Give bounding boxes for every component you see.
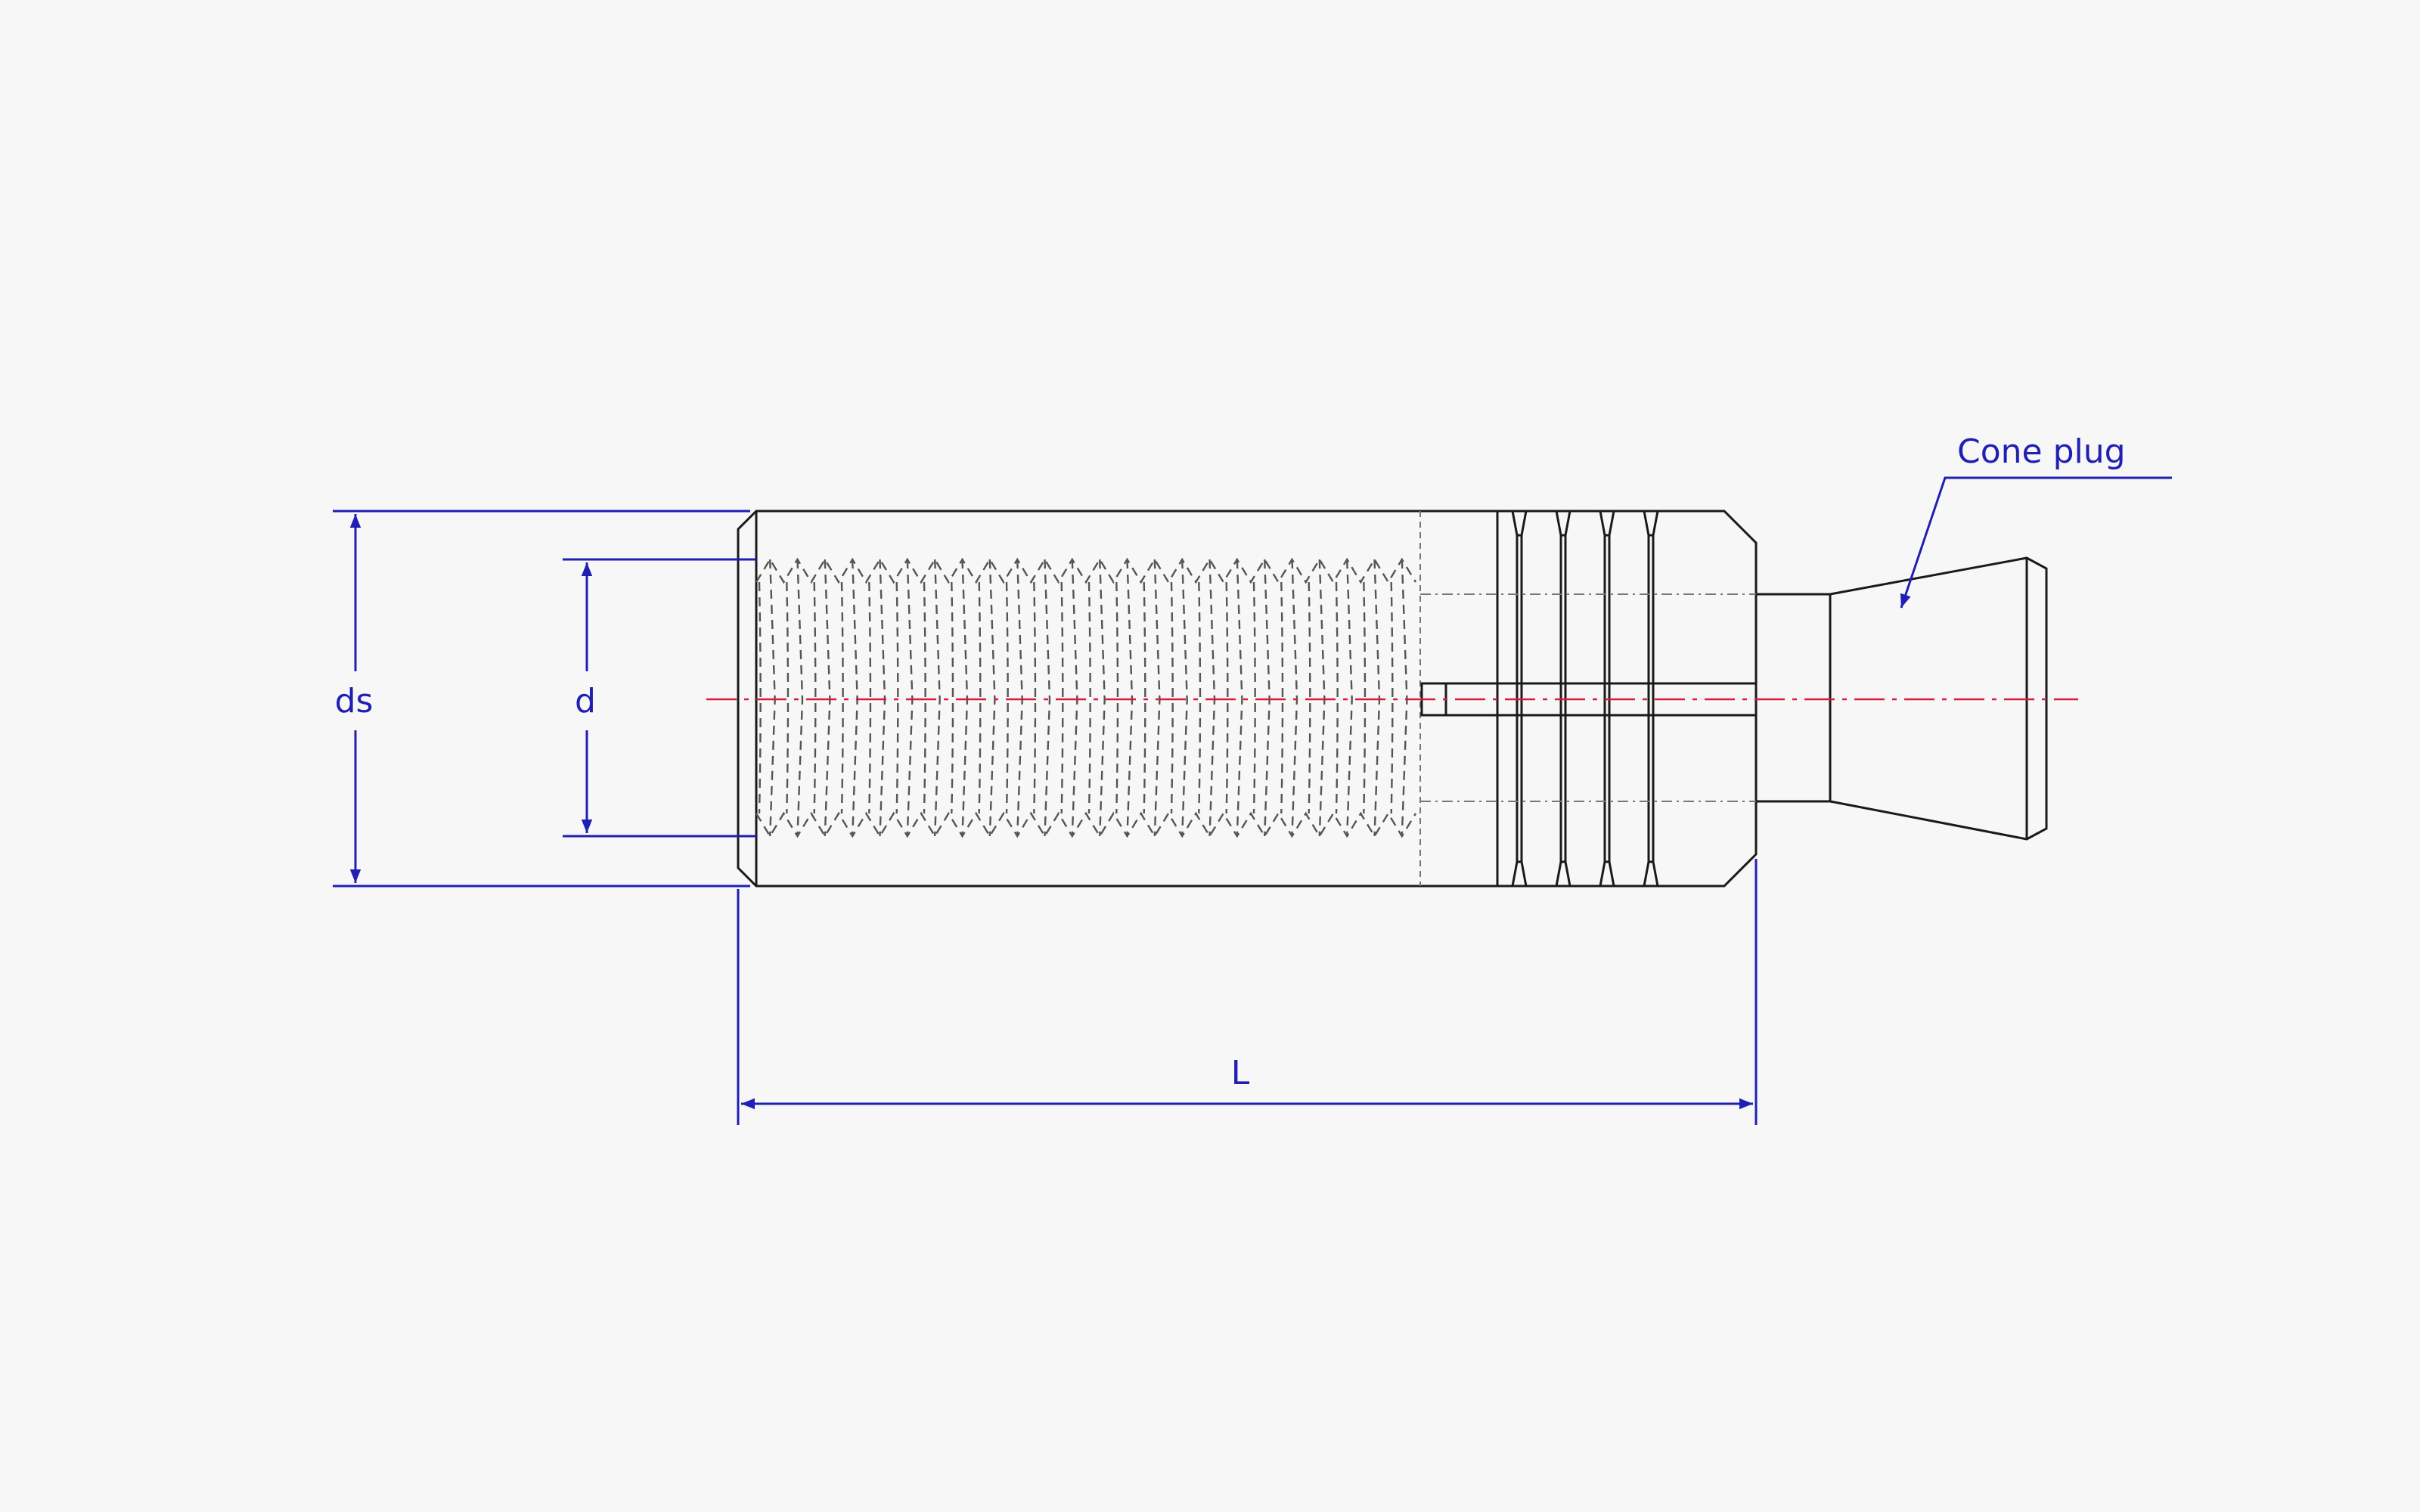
- dimension-d: [563, 558, 756, 838]
- thread-crest-line: [1291, 559, 1298, 837]
- thread-flank: [1252, 581, 1256, 814]
- groove-bot: [1643, 860, 1659, 887]
- thread-crest-line: [1401, 559, 1408, 837]
- groove-bot: [1555, 860, 1571, 887]
- thread-flank: [813, 581, 817, 814]
- thread-flank: [1363, 581, 1367, 814]
- thread-crest-line: [934, 559, 941, 837]
- thread-flank: [1033, 581, 1037, 814]
- thread-crest-line: [796, 559, 804, 837]
- thread-crest-line: [1016, 559, 1023, 837]
- thread-flank: [1115, 581, 1119, 814]
- groove-top: [1555, 510, 1571, 537]
- thread-flank: [1170, 581, 1174, 814]
- groove-top: [1511, 510, 1528, 537]
- thread-flank: [1060, 581, 1064, 814]
- thread-crest-line: [1318, 559, 1326, 837]
- thread-flank: [1005, 581, 1009, 814]
- dimension-ds: [333, 510, 750, 888]
- thread-crest-line: [906, 559, 914, 837]
- dimension-L: [737, 859, 1758, 1125]
- groove-bot: [1599, 860, 1615, 887]
- thread-flank: [895, 581, 899, 814]
- thread-flank: [840, 581, 844, 814]
- thread-flank: [1143, 581, 1146, 814]
- groove-top: [1643, 510, 1659, 537]
- thread-flank: [786, 581, 790, 814]
- thread-flank: [1308, 581, 1311, 814]
- thread-crest-line: [1236, 559, 1243, 837]
- thread-flank: [1280, 581, 1284, 814]
- thread-flank: [1225, 581, 1229, 814]
- groove-top: [1599, 510, 1615, 537]
- cone-plug-label: Cone plug: [1957, 432, 2126, 471]
- dimension-d-label: d: [575, 682, 596, 720]
- cone-plug: [1756, 556, 2048, 841]
- thread-top-profile: [755, 557, 1417, 584]
- thread-crest-line: [1181, 559, 1188, 837]
- cone-plug-leader: [1900, 476, 2172, 609]
- thread-flank: [923, 581, 926, 814]
- thread-crest-line: [1071, 559, 1078, 837]
- internal-thread-hidden: [755, 557, 1417, 838]
- thread-crest-line: [824, 559, 831, 837]
- thread-crest-line: [1264, 559, 1270, 837]
- thread-flank: [868, 581, 872, 814]
- thread-crest-line: [1126, 559, 1134, 837]
- thread-crest-line: [1373, 559, 1381, 837]
- thread-crest-line: [988, 559, 996, 837]
- hidden-bore-extension: [1420, 593, 1756, 802]
- thread-flank: [1087, 581, 1091, 814]
- thread-flank: [1335, 581, 1339, 814]
- thread-crest-line: [769, 559, 776, 837]
- thread-bottom-profile: [755, 811, 1417, 838]
- thread-flank: [1198, 581, 1202, 814]
- thread-crest-line: [879, 559, 886, 837]
- thread-crest-line: [1346, 559, 1353, 837]
- thread-flank: [978, 581, 982, 814]
- dimension-L-label: L: [1231, 1054, 1250, 1092]
- thread-flank: [758, 581, 762, 814]
- thread-flank: [1390, 581, 1394, 814]
- dimension-ds-label: ds: [335, 682, 374, 720]
- thread-crest-line: [961, 559, 969, 837]
- thread-crest-line: [1153, 559, 1161, 837]
- thread-flank: [951, 581, 954, 814]
- groove-bot: [1511, 860, 1528, 887]
- thread-crest-line: [1044, 559, 1051, 837]
- thread-crest-line: [1208, 559, 1216, 837]
- thread-crest-line: [852, 559, 858, 837]
- thread-crest-line: [1099, 559, 1106, 837]
